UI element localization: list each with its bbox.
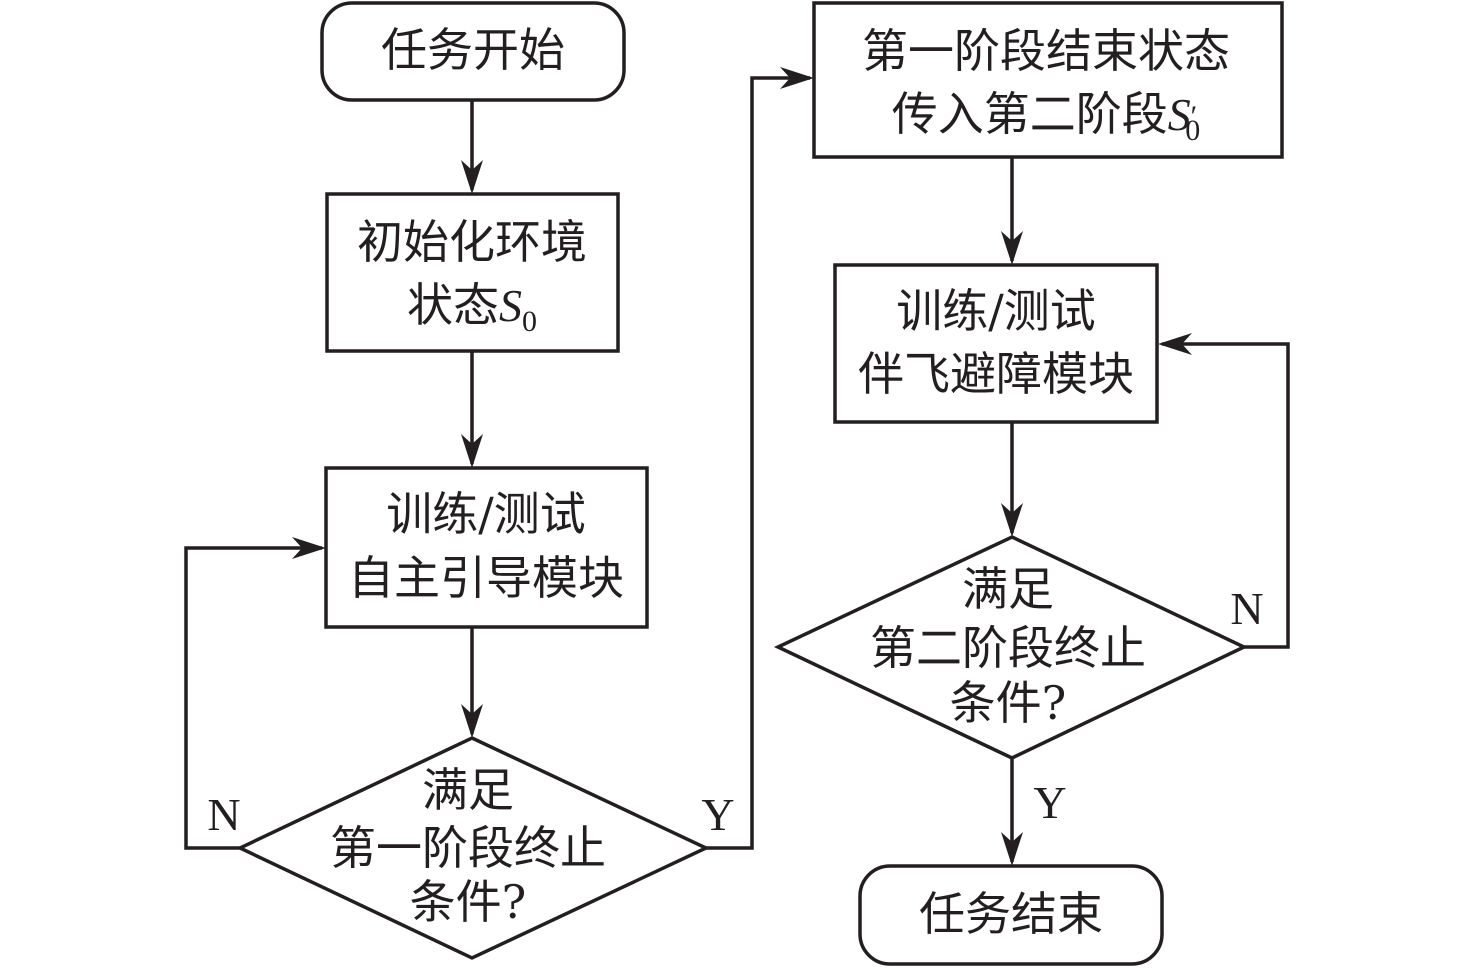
node-cond1-line1: 满足 [422, 763, 514, 817]
edge-label-cond1-no: N [207, 789, 240, 840]
arrowhead-icon [1001, 832, 1023, 866]
node-cond2-line2: 第二阶段终止 [870, 621, 1146, 675]
arrowhead-icon [780, 67, 814, 89]
node-handoff-line2-prefix: 传入第二阶段 [892, 87, 1168, 141]
arrowhead-icon [461, 704, 483, 738]
arrowhead-icon [1001, 503, 1023, 537]
node-start: 任务开始 [320, 1, 626, 102]
decision-shape [773, 535, 1249, 760]
edge-cond1-no-loop [184, 546, 322, 850]
math-symbol: S [1168, 89, 1191, 140]
math-symbol: S [499, 280, 522, 331]
node-cond1-line2: 第一阶段终止 [330, 821, 606, 875]
arrowhead-icon [461, 434, 483, 468]
process-shape [833, 263, 1159, 424]
arrowhead-icon [1001, 231, 1023, 265]
node-init: 初始化环境 状态S0 [325, 192, 620, 353]
terminal-shape [858, 864, 1164, 966]
node-train2-line1: 训练/测试 [896, 284, 1096, 338]
node-end-label: 任务结束 [919, 887, 1103, 941]
math-subscript: 0 [522, 305, 537, 338]
arrowhead-icon [461, 160, 483, 194]
node-cond2-line1: 满足 [962, 562, 1054, 616]
node-train2-line2: 伴飞避障模块 [858, 347, 1134, 401]
process-shape [325, 192, 620, 353]
node-train1-line1: 训练/测试 [386, 487, 586, 541]
node-cond1: 满足 第一阶段终止 条件? [235, 736, 711, 960]
node-end: 任务结束 [858, 864, 1164, 966]
node-cond2-line3: 条件? [950, 676, 1067, 730]
terminal-shape [320, 1, 626, 102]
edge-label-cond2-yes: Y [1033, 777, 1066, 828]
node-handoff-line1: 第一阶段结束状态 [862, 24, 1230, 78]
node-train1: 训练/测试 自主引导模块 [324, 466, 649, 629]
process-shape [812, 1, 1284, 159]
decision-shape [235, 736, 711, 960]
math-prime: ′ [1189, 100, 1196, 133]
node-handoff-line2: 传入第二阶段S′0 [892, 87, 1201, 147]
node-init-line2: 状态S0 [407, 278, 537, 338]
node-handoff: 第一阶段结束状态 传入第二阶段S′0 [812, 1, 1284, 159]
arrowhead-icon [1158, 333, 1192, 355]
process-shape [324, 466, 649, 629]
node-init-line2-prefix: 状态 [407, 278, 499, 332]
edge-cond1-yes-to-handoff [706, 76, 810, 850]
math-subscript: 0 [1185, 114, 1200, 147]
node-cond2: 满足 第二阶段终止 条件? [773, 535, 1249, 760]
node-train1-line2: 自主引导模块 [348, 551, 624, 605]
edge-label-cond1-yes: Y [701, 789, 734, 840]
node-train2: 训练/测试 伴飞避障模块 [833, 263, 1159, 424]
edge-cond2-no-loop [1162, 342, 1290, 649]
edge-label-cond2-no: N [1230, 583, 1263, 634]
edges [184, 67, 1290, 866]
node-cond1-line3: 条件? [410, 875, 527, 929]
node-start-label: 任务开始 [381, 23, 565, 77]
node-init-line1: 初始化环境 [357, 215, 587, 269]
arrowhead-icon [292, 537, 326, 559]
